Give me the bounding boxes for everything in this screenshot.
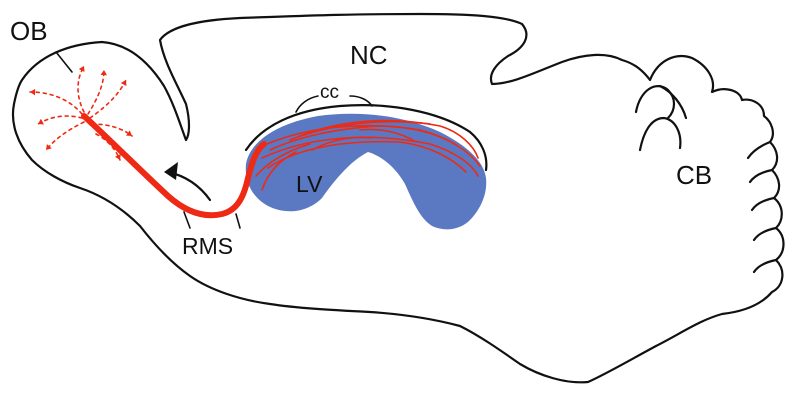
cerebellum-folium-5 bbox=[750, 170, 772, 182]
label-cc: cc bbox=[320, 82, 339, 103]
dispersal-arrowhead bbox=[101, 70, 107, 75]
dispersal-arrowhead bbox=[30, 89, 35, 95]
cerebellum-folium-6 bbox=[752, 198, 774, 210]
label-lv: LV bbox=[296, 171, 323, 197]
label-nc: NC bbox=[350, 40, 388, 70]
rms-leader-line-left bbox=[184, 212, 190, 228]
cerebellum-folium-7 bbox=[754, 228, 776, 240]
cerebellum-folium-8 bbox=[754, 260, 776, 272]
ob-leader-line bbox=[56, 52, 72, 72]
label-cb: CB bbox=[676, 160, 712, 190]
rms-leader-line-right bbox=[236, 214, 240, 228]
label-ob: OB bbox=[10, 16, 48, 46]
dispersal-arrowhead bbox=[121, 80, 127, 86]
dispersal-arrowhead bbox=[38, 119, 44, 125]
lateral-ventricle bbox=[246, 114, 487, 230]
curved-arrow-left-icon bbox=[164, 162, 210, 200]
dispersal-arrowhead bbox=[46, 144, 52, 150]
brain-outline bbox=[13, 14, 784, 382]
label-rms: RMS bbox=[182, 233, 233, 259]
cerebellum-folium-4 bbox=[748, 142, 770, 158]
cerebellum-folium-2 bbox=[640, 118, 680, 150]
